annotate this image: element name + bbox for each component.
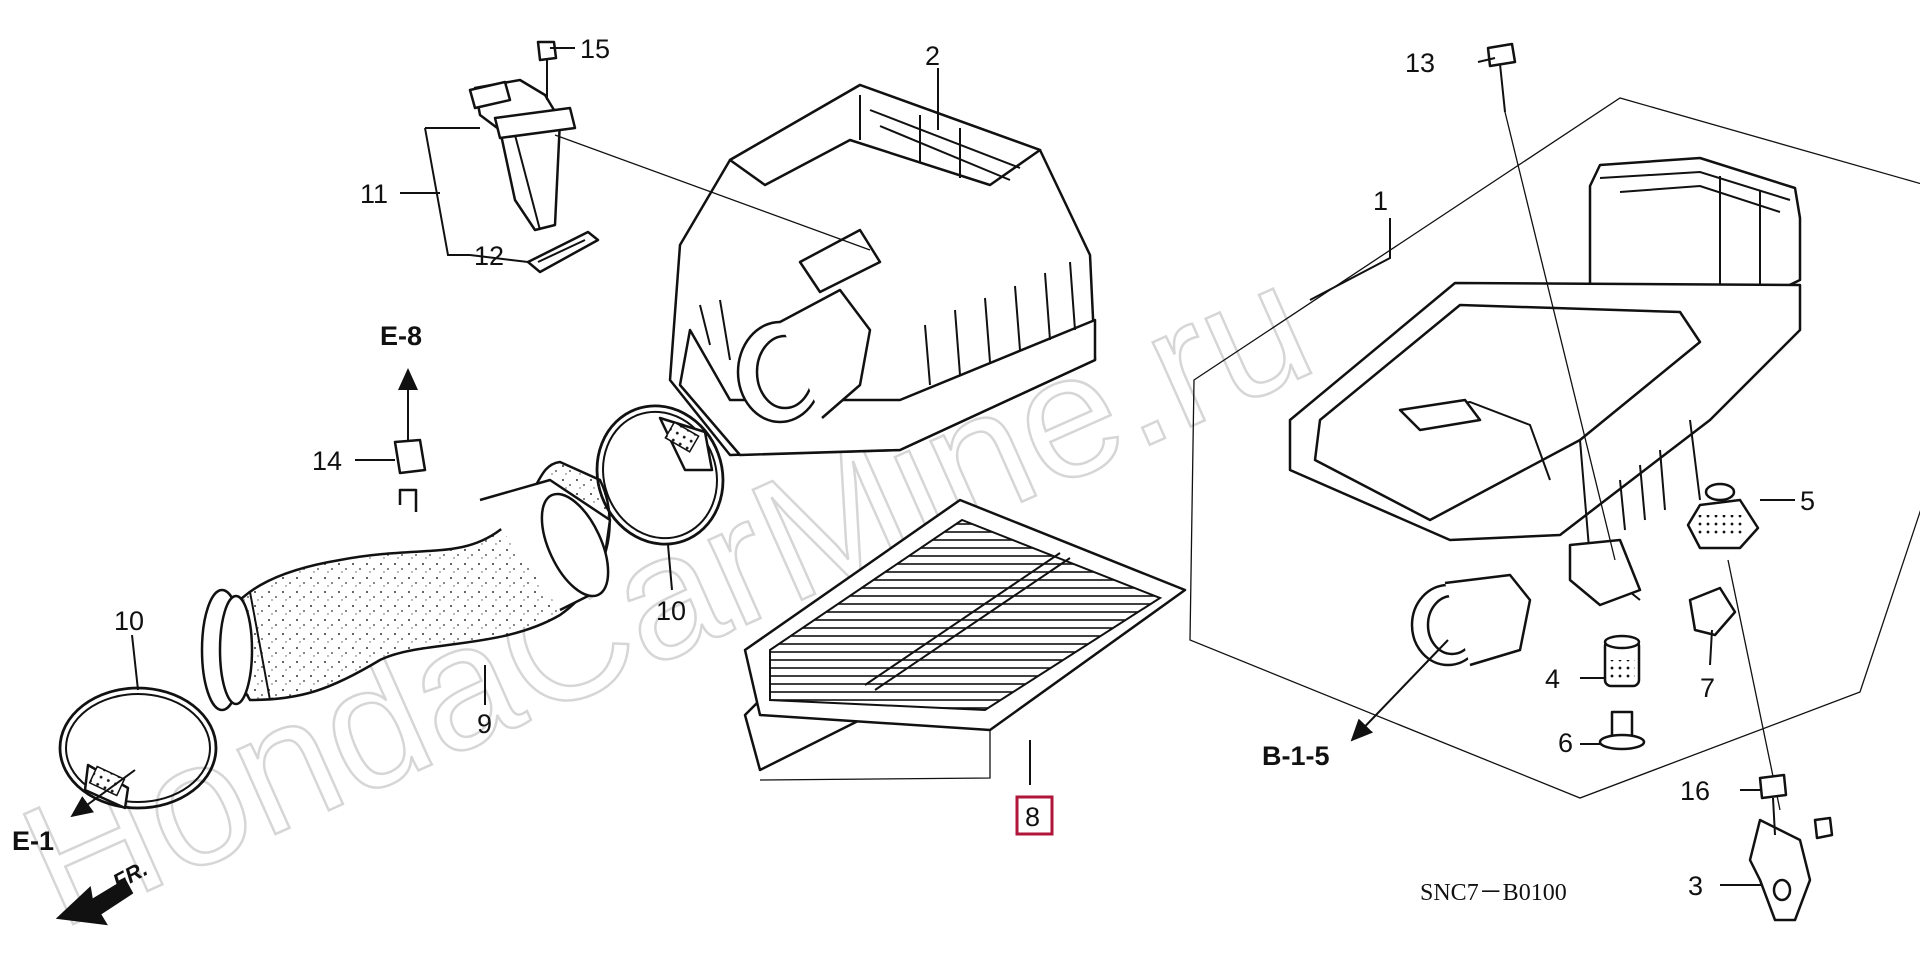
callout-9: 9 bbox=[477, 709, 492, 739]
callout-2: 2 bbox=[925, 41, 940, 71]
sensor-bolt[interactable] bbox=[536, 40, 558, 100]
callout-11: 11 bbox=[360, 179, 388, 209]
callout-4: 4 bbox=[1545, 664, 1560, 694]
callout-12: 12 bbox=[474, 241, 504, 271]
leader-lines bbox=[70, 47, 1795, 886]
air-cleaner-housing[interactable] bbox=[1189, 97, 1920, 799]
sensor-gasket[interactable] bbox=[526, 230, 600, 274]
rubber-mount[interactable] bbox=[1686, 482, 1781, 811]
callout-15: 15 bbox=[580, 34, 610, 64]
callout-13: 13 bbox=[1405, 48, 1435, 78]
bracket-bolt[interactable] bbox=[1758, 773, 1788, 836]
diagram-code: SNC7－B0100 bbox=[1420, 880, 1567, 906]
mount-grommet[interactable] bbox=[1603, 634, 1641, 688]
sensor-leader-line bbox=[554, 134, 871, 251]
ref-b15[interactable]: B-1-5 bbox=[1262, 741, 1330, 771]
callout-10-right: 10 bbox=[656, 596, 686, 626]
airflow-sensor[interactable] bbox=[468, 78, 577, 232]
housing-bolt[interactable] bbox=[1486, 42, 1616, 561]
hose-clip[interactable] bbox=[393, 380, 427, 475]
callout-16: 16 bbox=[1680, 776, 1710, 806]
ref-e1[interactable]: E-1 bbox=[12, 826, 54, 856]
mount-bracket[interactable] bbox=[1748, 816, 1834, 922]
callout-1: 1 bbox=[1373, 186, 1388, 216]
intake-duct[interactable] bbox=[200, 460, 622, 712]
callout-8[interactable]: 8 bbox=[1025, 802, 1040, 832]
air-cleaner-cover[interactable] bbox=[668, 83, 1097, 457]
callout-14: 14 bbox=[312, 446, 342, 476]
callout-5: 5 bbox=[1800, 486, 1815, 516]
highlight-frame bbox=[1015, 795, 1054, 836]
callout-10-left: 10 bbox=[114, 606, 144, 636]
front-direction-arrow bbox=[55, 878, 134, 926]
callout-3: 3 bbox=[1688, 871, 1703, 901]
air-filter-element[interactable] bbox=[743, 498, 1187, 781]
hose-clamp-right[interactable] bbox=[578, 388, 742, 562]
callout-6: 6 bbox=[1558, 728, 1573, 758]
callout-7: 7 bbox=[1700, 673, 1715, 703]
ref-e8[interactable]: E-8 bbox=[380, 321, 422, 351]
mount-collar[interactable] bbox=[1598, 710, 1646, 751]
housing-clip[interactable] bbox=[1688, 586, 1737, 637]
